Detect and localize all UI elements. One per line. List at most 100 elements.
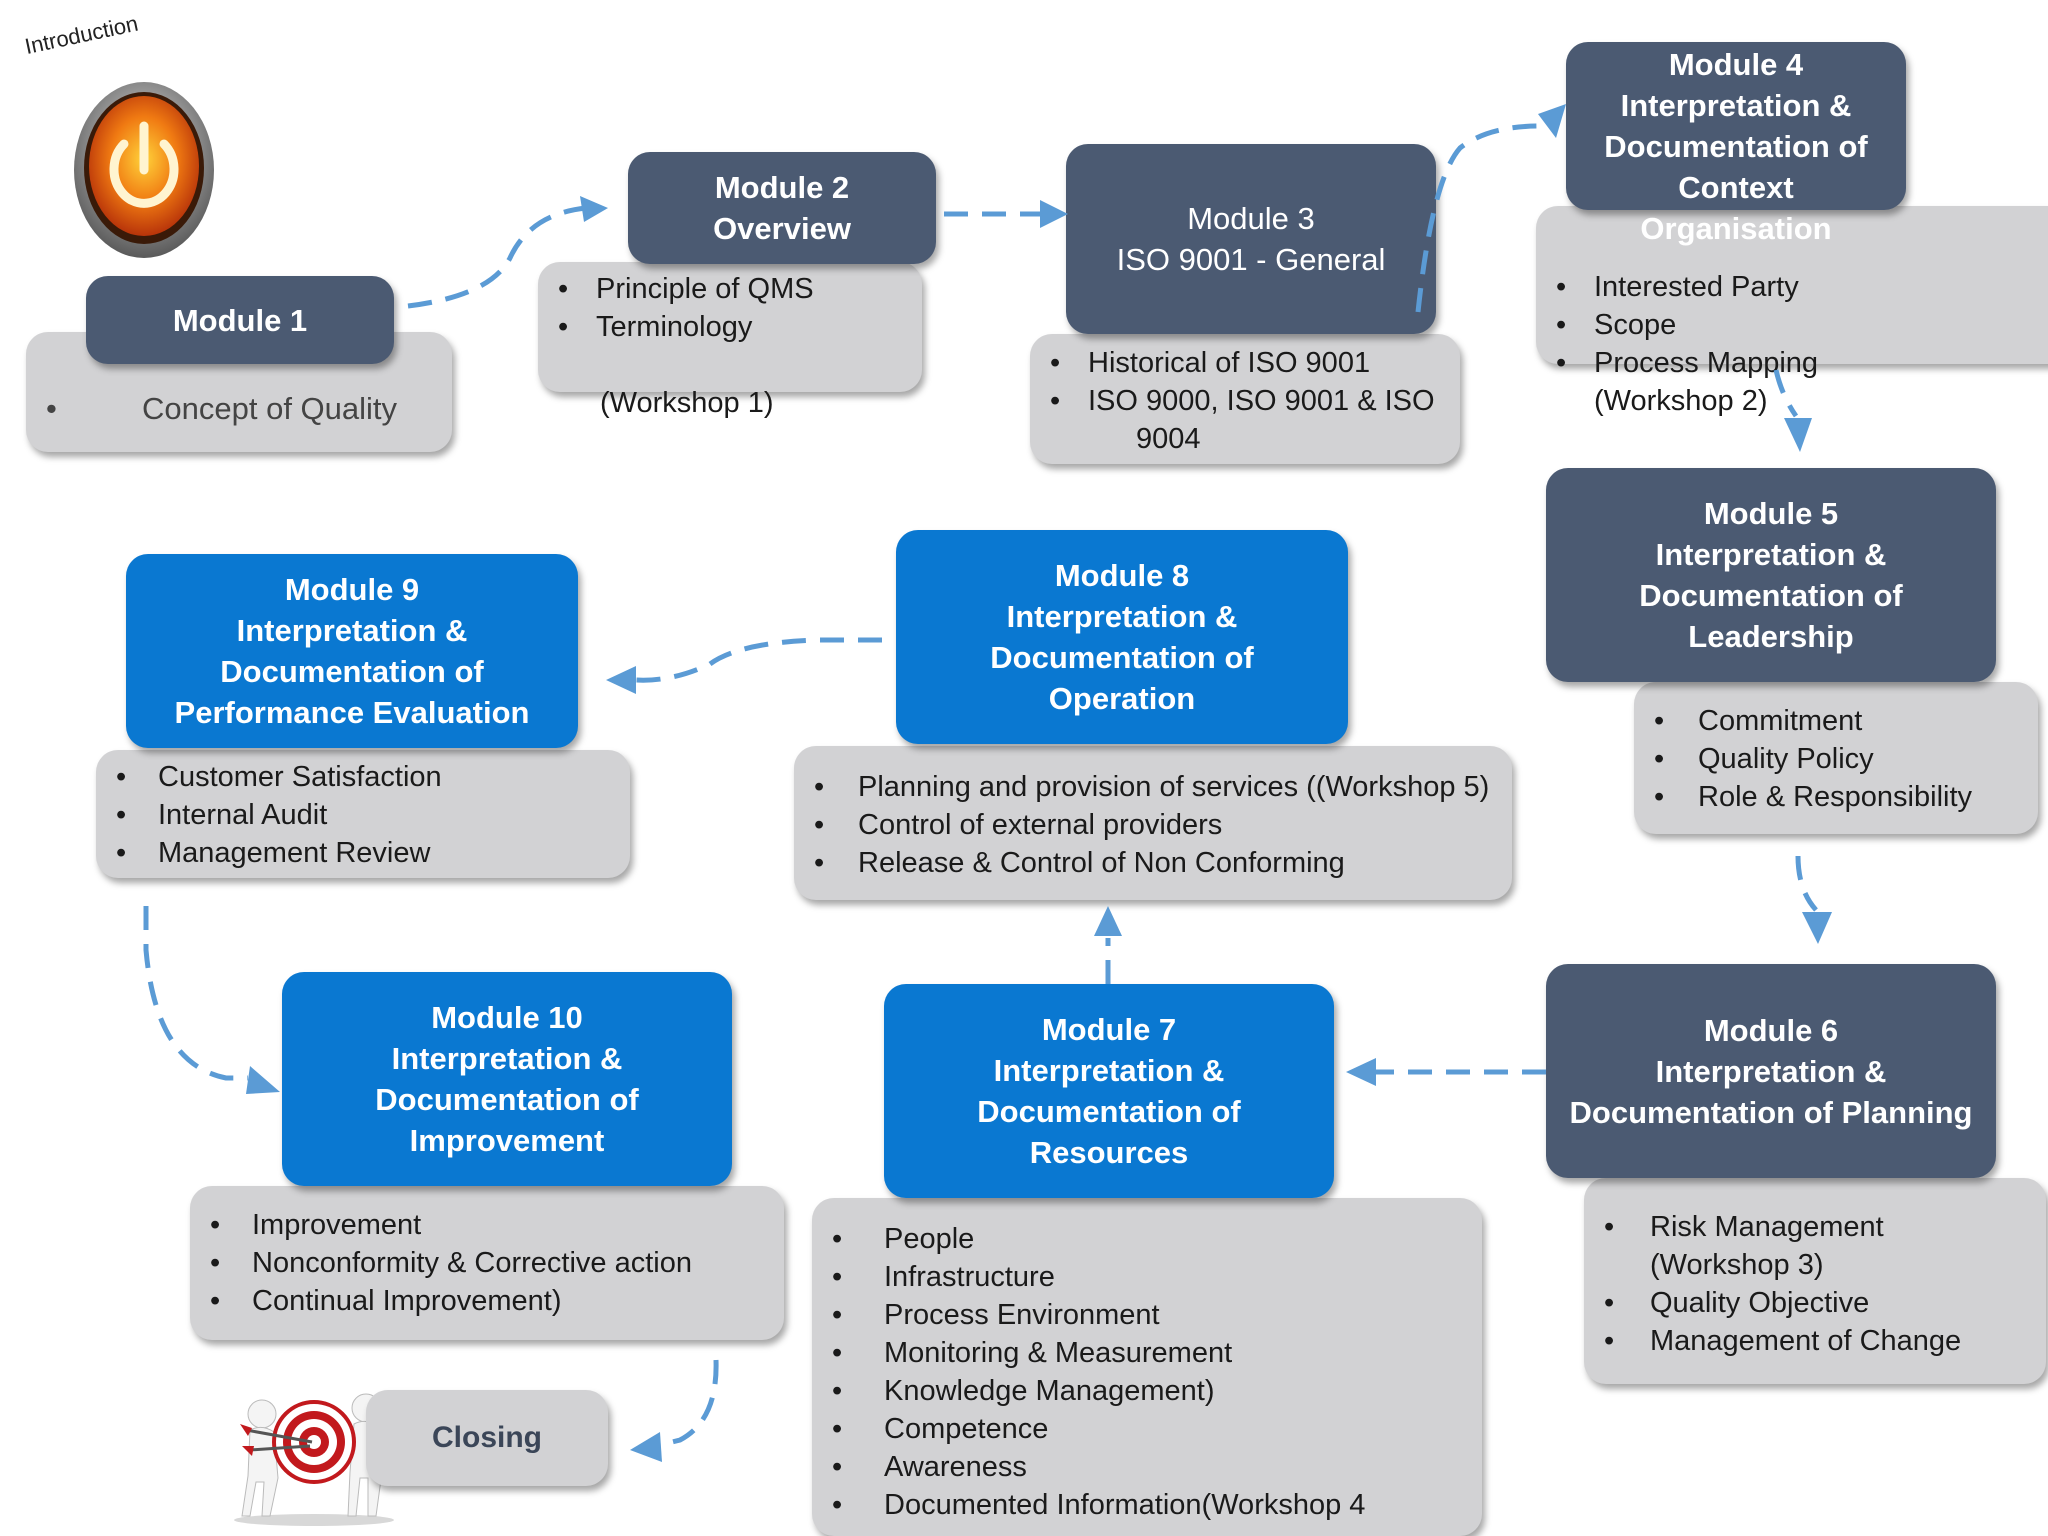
closing-box[interactable]: Closing [366,1390,608,1486]
module-7-item: Process Environment [812,1296,1482,1334]
module-10-title: Module 10 [431,1000,583,1035]
module-9-item: Management Review [96,834,630,872]
module-8-item: Planning and provision of services ((Wor… [794,768,1512,806]
module-4-header[interactable]: Module 4 Interpretation & Documentation … [1566,42,1906,246]
module-7-title: Module 7 [1041,1012,1177,1047]
module-6-item: Quality Objective [1584,1284,2046,1322]
module-10-item: Nonconformity & Corrective action [190,1244,784,1282]
module-6-item-continued: (Workshop 3) [1650,1249,1824,1281]
module-7-title-line: Documentation of [977,1094,1241,1129]
arrow-m10-closing [663,1359,719,1447]
module-7-item: Knowledge Management) [812,1372,1482,1410]
arrow-m8-m9 [635,637,882,683]
module-4-title-line: Interpretation & [1620,88,1852,123]
arrow-head [1346,1058,1376,1086]
module-8-title: Module 8 [1054,558,1190,593]
module-4-title: Module 4 [1668,47,1804,82]
module-5-header[interactable]: Module 5 Interpretation & Documentation … [1546,468,1996,682]
intro-label: Introduction [22,10,141,60]
module-9-title-line: Interpretation & [236,613,468,648]
module-4-title-line: Context [1678,170,1794,205]
module-5-title-line: Leadership [1688,619,1854,654]
module-7-item: Competence [812,1410,1482,1448]
module-9-title: Module 9 [284,572,420,607]
power-icon[interactable] [74,78,214,258]
arrow-m3-m4 [1415,123,1541,313]
module-1-header[interactable]: Module 1 [86,276,394,364]
arrow-head [1040,200,1068,228]
arrow-head [1094,906,1122,936]
module-2-note: (Workshop 1) [600,387,774,419]
module-5-title-line: Documentation of [1639,578,1903,613]
arrow-head [606,666,636,694]
module-3-details: Historical of ISO 9001 ISO 9000, ISO 900… [1030,334,1460,464]
module-3-item: Historical of ISO 9001 [1030,344,1460,382]
arrow-m5-m6 [1795,855,1818,912]
module-2-item: Terminology [538,308,922,346]
arrow-head [1784,418,1812,452]
module-6-item: Management of Change [1584,1322,2046,1360]
module-6-title-line: Documentation of Planning [1569,1094,1973,1130]
module-6-header[interactable]: Module 6 Interpretation & Documentation … [1546,964,1996,1178]
module-4-item: Interested Party [1536,268,2048,306]
module-7-item: Infrastructure [812,1258,1482,1296]
module-3-header[interactable]: Module 3 ISO 9001 - General [1066,144,1436,334]
module-4-details: Interested Party Scope Process Mapping (… [1536,206,2048,417]
module-7-item: Documented Information(Workshop 4 [812,1486,1482,1524]
module-3-item-continued: 9004 [1136,423,1201,455]
module-6-details: Risk Management (Workshop 3) Quality Obj… [1584,1178,2046,1384]
module-10-item: Continual Improvement) [190,1282,784,1320]
module-4-title-line: Organisation [1640,211,1832,246]
module-1-item: Concept of Quality [26,390,452,428]
module-4-item: Process Mapping [1536,344,2048,382]
arrow-head [246,1066,280,1094]
module-8-title-line: Operation [1048,681,1196,716]
module-3-subtitle: ISO 9001 - General [1116,242,1386,277]
module-4-title-line: Documentation of [1604,129,1868,164]
arrow-head [1538,104,1566,138]
arrow-head [1802,912,1832,944]
module-3-item: ISO 9000, ISO 9001 & ISO [1030,382,1460,420]
module-5-title: Module 5 [1703,496,1839,531]
module-2-subtitle: Overview [713,211,851,246]
module-9-title-line: Performance Evaluation [174,695,530,730]
arrow-head [630,1432,662,1462]
module-8-header[interactable]: Module 8 Interpretation & Documentation … [896,530,1348,744]
module-8-title-line: Documentation of [990,640,1254,675]
people-target-icon [226,1386,402,1526]
module-8-details: Planning and provision of services ((Wor… [794,746,1512,900]
module-5-details: Commitment Quality Policy Role & Respons… [1634,682,2038,834]
module-2-item: Principle of QMS [538,270,922,308]
module-7-item: People [812,1220,1482,1258]
module-10-title-line: Documentation of [375,1082,639,1117]
module-9-title-line: Documentation of [220,654,484,689]
closing-label: Closing [432,1421,542,1454]
module-9-header[interactable]: Module 9 Interpretation & Documentation … [126,554,578,748]
module-2-details: Principle of QMS Terminology [538,262,922,392]
module-5-item: Quality Policy [1634,740,2038,778]
module-10-details: Improvement Nonconformity & Corrective a… [190,1186,784,1340]
module-4-item-continued: (Workshop 2) [1594,385,1768,417]
module-5-title-line: Interpretation & [1655,537,1887,572]
module-10-item: Improvement [190,1206,784,1244]
module-6-title: Module 6 [1703,1012,1839,1048]
module-7-title-line: Resources [1029,1135,1189,1170]
module-6-item: Risk Management [1584,1208,2046,1246]
module-7-title-line: Interpretation & [993,1053,1225,1088]
module-7-item: Monitoring & Measurement [812,1334,1482,1372]
module-7-details: People Infrastructure Process Environmen… [812,1198,1482,1536]
module-4-item: Scope [1536,306,2048,344]
module-5-item: Role & Responsibility [1634,778,2038,816]
module-9-item: Internal Audit [96,796,630,834]
arrow-head [580,196,608,222]
module-9-item: Customer Satisfaction [96,758,630,796]
module-8-item: Control of external providers [794,806,1512,844]
module-7-item: Awareness [812,1448,1482,1486]
module-3-title: Module 3 [1187,201,1315,236]
module-10-header[interactable]: Module 10 Interpretation & Documentation… [282,972,732,1186]
module-7-header[interactable]: Module 7 Interpretation & Documentation … [884,984,1334,1198]
module-1-title: Module 1 [172,302,308,338]
module-5-item: Commitment [1634,702,2038,740]
module-10-title-line: Interpretation & [391,1041,623,1076]
module-2-header[interactable]: Module 2 Overview [628,152,936,264]
